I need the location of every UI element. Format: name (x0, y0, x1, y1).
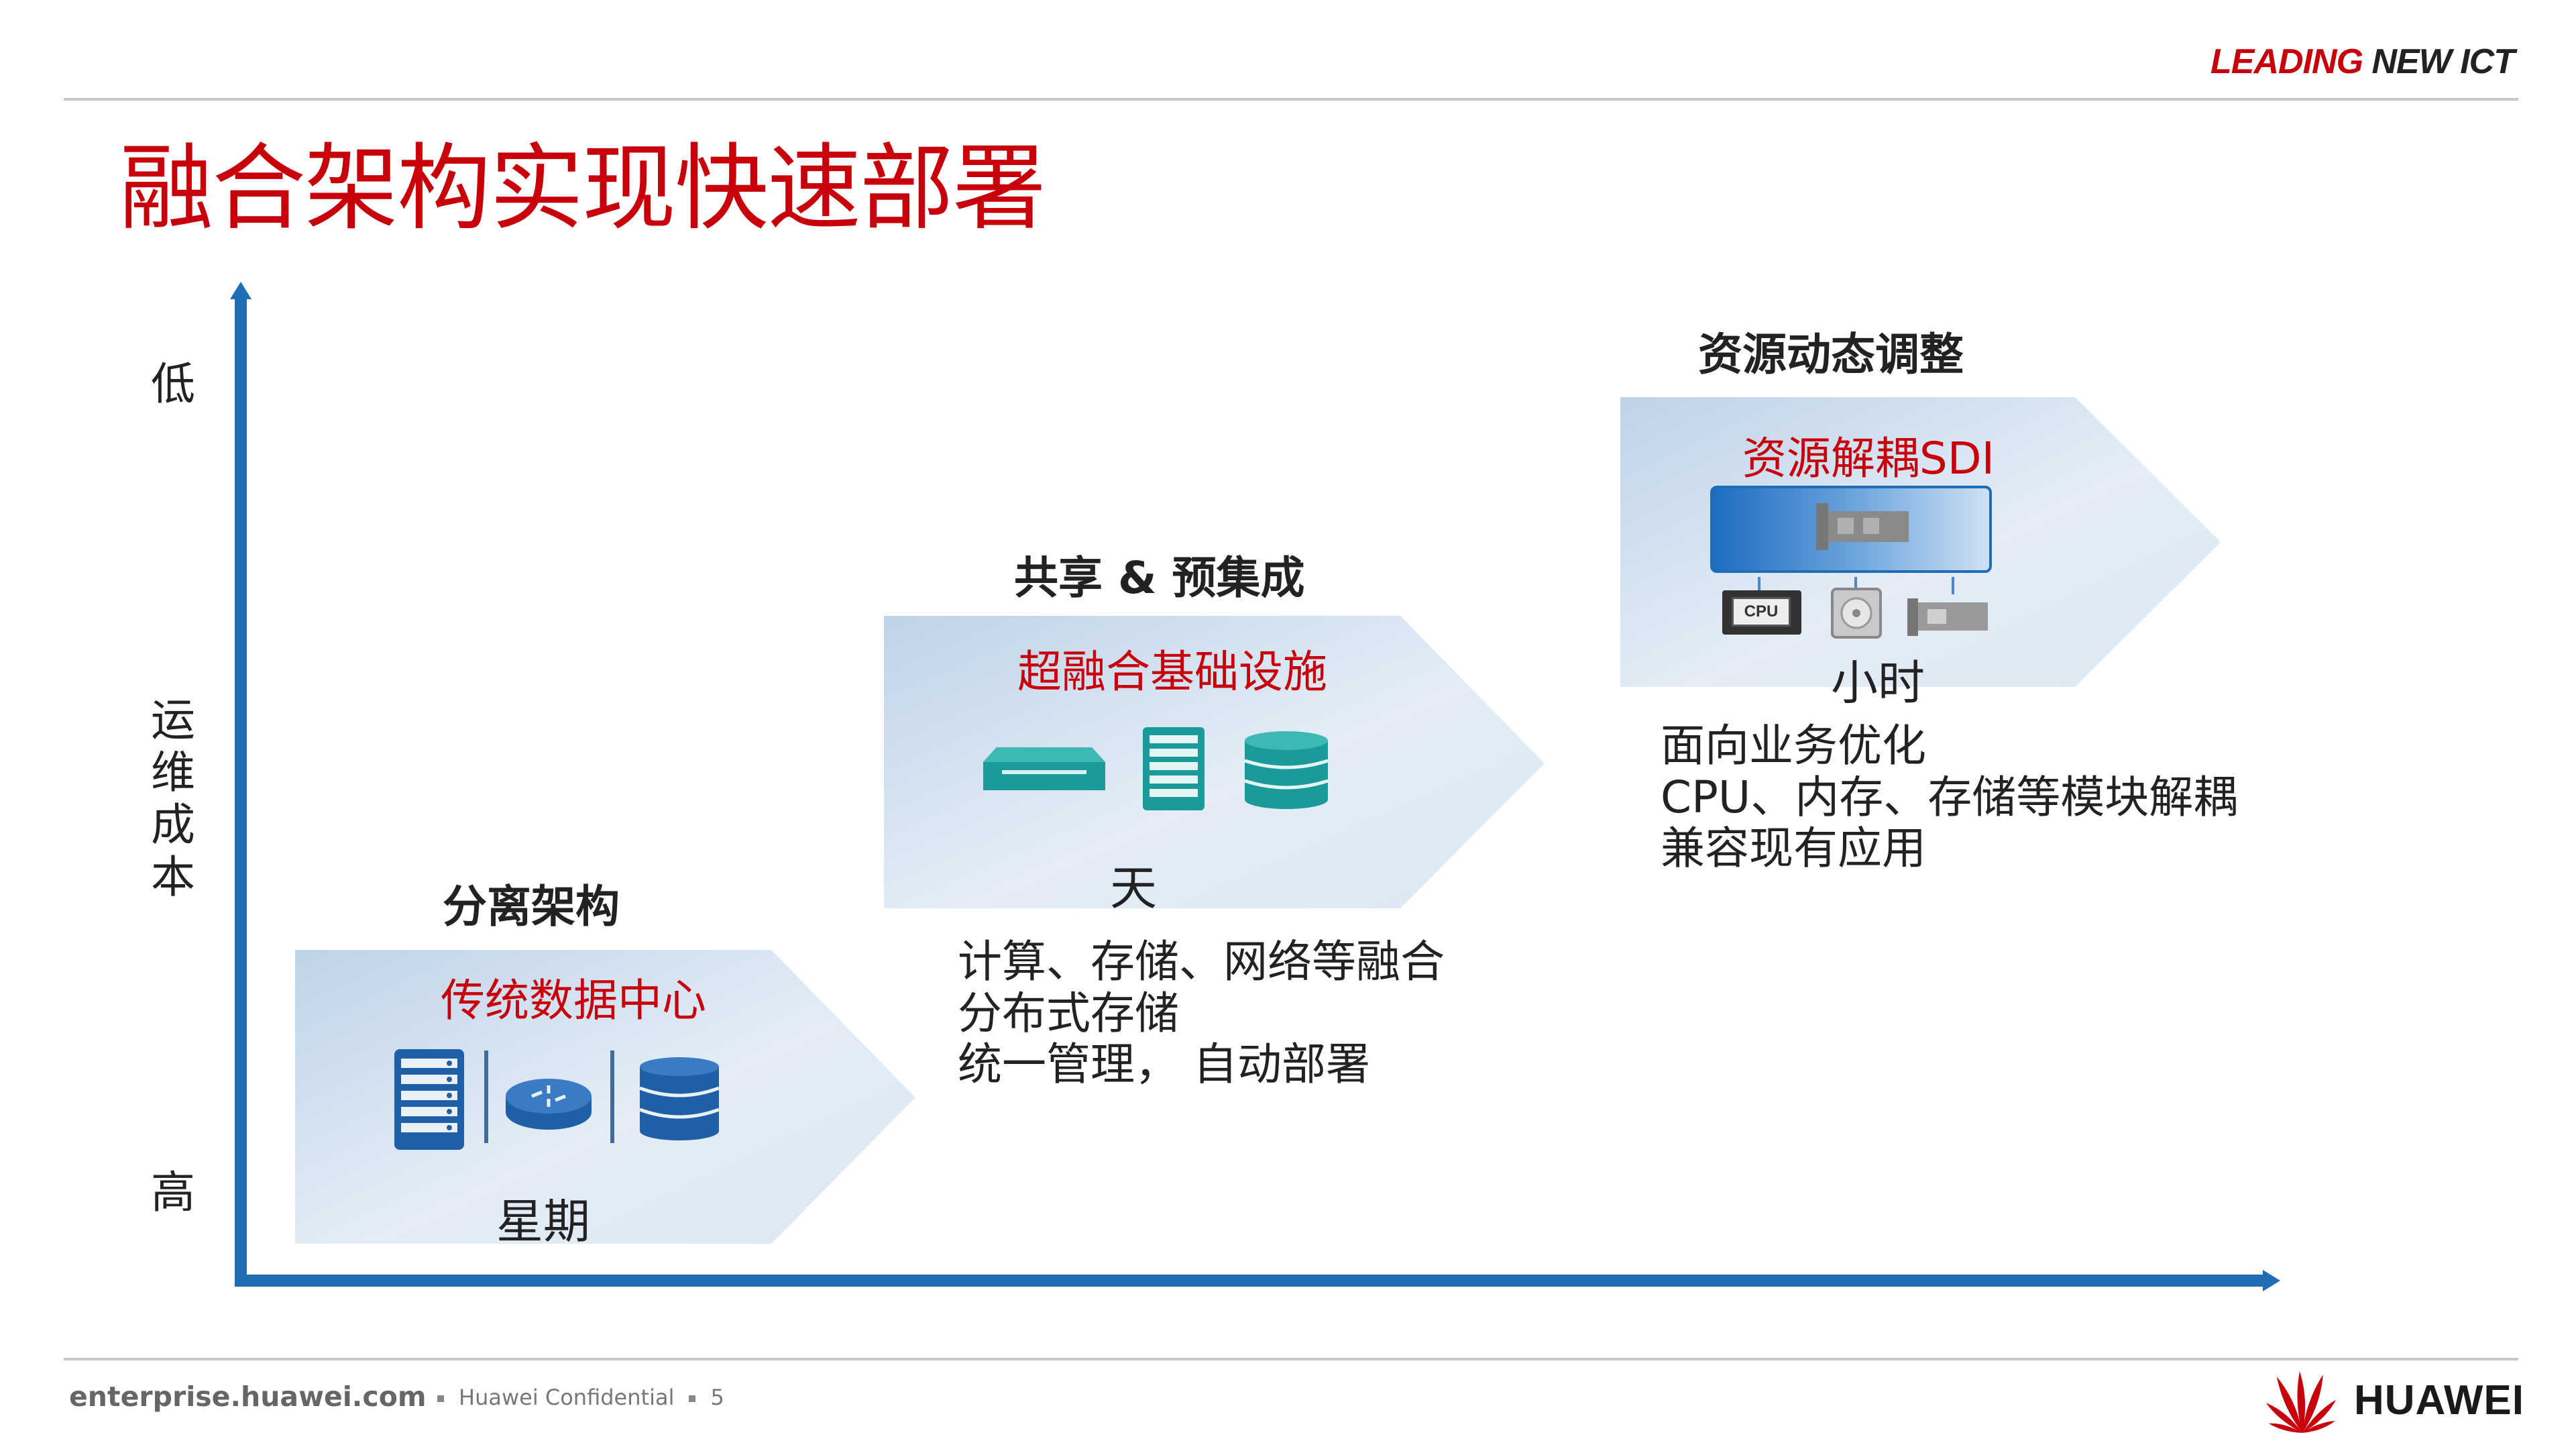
chevron-time-hours: 小时 (1831, 655, 1925, 710)
y-axis (235, 294, 247, 1287)
icon-divider (484, 1051, 488, 1143)
chevron-time-days: 天 (1110, 861, 1157, 916)
axis-label-low: 低 (151, 358, 195, 410)
stage-chevron-hyperconverged (884, 616, 1545, 908)
description-line: 统一管理， 自动部署 (958, 1038, 1370, 1091)
description-line: 面向业务优化 (1661, 720, 1926, 771)
chevron-title-sdi: 资源解耦SDI (1742, 433, 1995, 484)
description-line: 分布式存储 (958, 987, 1179, 1039)
description-line: 计算、存储、网络等融合 (958, 936, 1445, 987)
database-icon (1244, 731, 1329, 809)
network-card-icon (1907, 598, 1988, 636)
stage-heading-separate-architecture: 分离架构 (443, 881, 620, 932)
x-axis (235, 1275, 2267, 1287)
axis-label-ops-cost: 运 维 成 本 (146, 694, 200, 904)
header-divider (64, 98, 2518, 101)
description-line: CPU、内存、存储等模块解耦 (1661, 771, 2238, 823)
footer-confidentiality: Huawei Confidential 5 (423, 1385, 724, 1410)
axis-label-ops-cost-char: 运 (151, 694, 195, 746)
footer-divider (64, 1358, 2518, 1360)
database-icon (639, 1057, 720, 1140)
connector-line (1854, 577, 1857, 594)
connector-line (1952, 577, 1954, 594)
stage-description-sdi: 面向业务优化 CPU、内存、存储等模块解耦 兼容现有应用 (1661, 720, 2237, 875)
axis-label-ops-cost-char: 维 (151, 746, 195, 798)
expansion-card-icon (1710, 486, 1992, 573)
stage-heading-dynamic-resources: 资源动态调整 (1698, 329, 1964, 380)
server-rack-icon (1143, 727, 1205, 810)
huawei-logo-text: HUAWEI (2354, 1377, 2524, 1424)
footer-website: enterprise.huawei.com (69, 1381, 427, 1413)
huawei-petal-logo-icon (2265, 1371, 2337, 1433)
chevron-title-hyperconverged: 超融合基础设施 (1017, 646, 1327, 698)
brand-tagline-new-ict: NEW ICT (2371, 42, 2515, 81)
stage-chevron-traditional-dc (295, 950, 915, 1244)
footer-bullet (437, 1395, 444, 1402)
axis-label-ops-cost-char: 本 (151, 851, 195, 903)
connector-line (1758, 577, 1760, 594)
stage-description-hyperconverged: 计算、存储、网络等融合 分布式存储 统一管理， 自动部署 (958, 936, 1445, 1091)
brand-tagline: LEADING NEW ICT (2210, 42, 2515, 82)
stage-heading-shared-preintegrated: 共享 & 预集成 (1014, 552, 1305, 604)
switch-icon (983, 747, 1105, 790)
brand-tagline-leading: LEADING (2210, 42, 2363, 81)
server-rack-icon (394, 1049, 464, 1150)
icon-divider (610, 1051, 614, 1143)
x-axis-arrowhead (2263, 1270, 2280, 1291)
axis-label-ops-cost-char: 成 (151, 798, 195, 851)
footer-confidential-text: Huawei Confidential (459, 1385, 675, 1410)
chevron-title-traditional-dc: 传统数据中心 (441, 975, 706, 1026)
axis-label-high: 高 (151, 1167, 195, 1218)
description-line: 兼容现有应用 (1661, 822, 1926, 875)
footer-bullet (689, 1395, 696, 1402)
chevron-time-weeks: 星期 (496, 1194, 590, 1249)
footer-page-number: 5 (710, 1385, 724, 1410)
disk-icon (1831, 588, 1882, 639)
page-title: 融合架构实现快速部署 (119, 134, 1046, 244)
cpu-chip-label: CPU (1732, 597, 1791, 627)
cpu-icon: CPU (1722, 590, 1801, 635)
router-icon (506, 1079, 592, 1130)
